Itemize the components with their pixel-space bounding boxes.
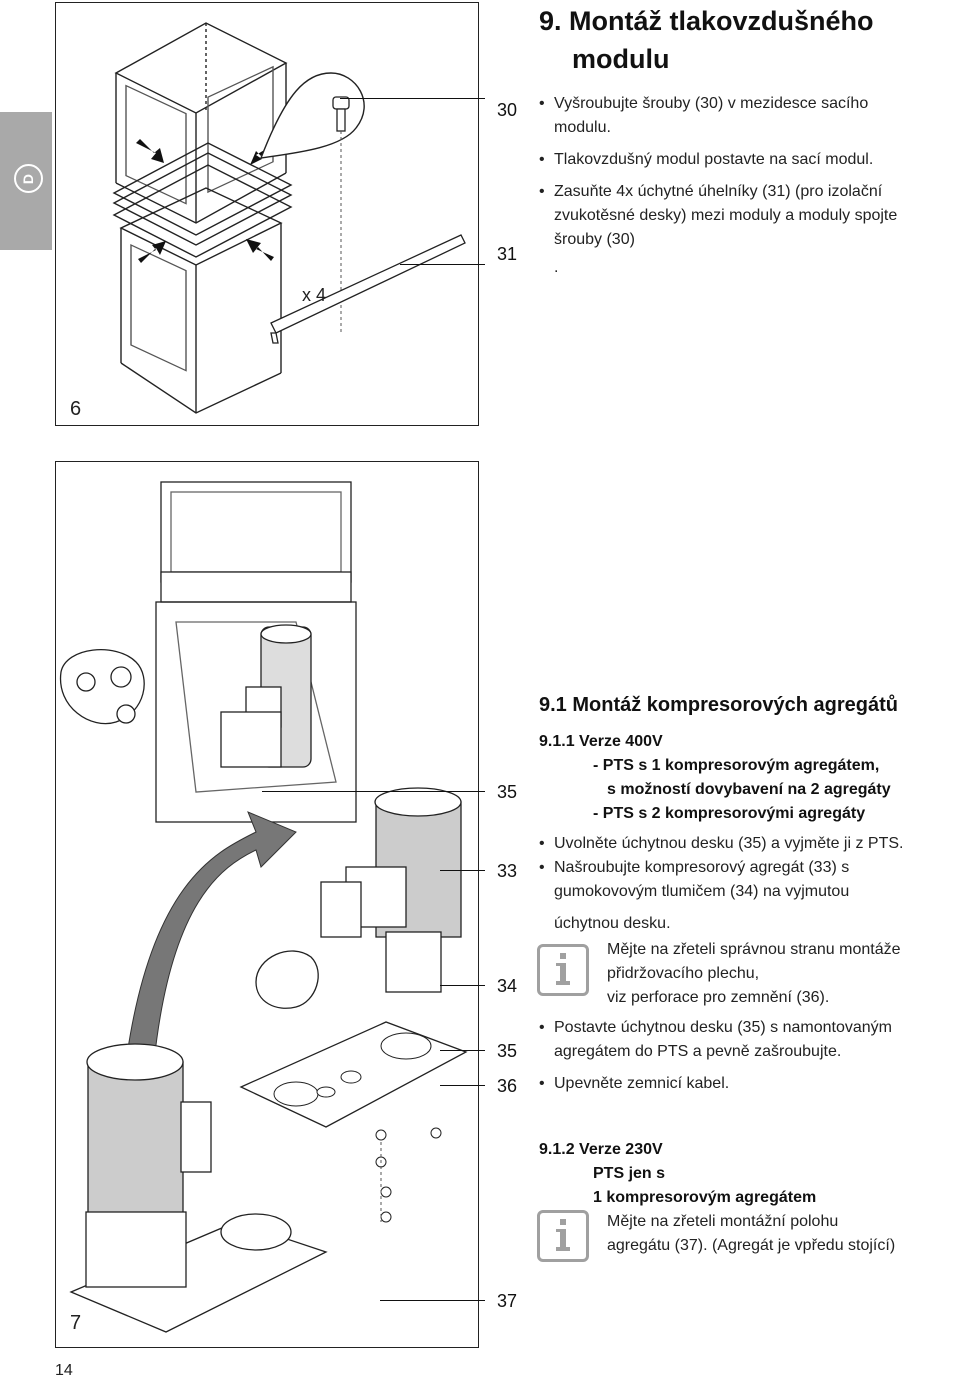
section-9-1-bullet-3: Postavte úchytnou desku (35) s namontova…	[539, 1016, 892, 1064]
info-line: viz perforace pro zemnění (36).	[607, 989, 830, 1006]
section-9-1-1-line2: - PTS s 1 kompresorovým agregátem,	[593, 757, 880, 774]
language-tab-label: D	[20, 173, 37, 184]
figure-6-number: 6	[70, 398, 82, 420]
page-number: 14	[55, 1362, 73, 1379]
section-9-1-title: 9.1 Montáž kompresorových agregátů	[539, 694, 898, 716]
info-note-2: Mějte na zřeteli montážní polohu agregát…	[607, 1210, 895, 1258]
info-line: Mějte na zřeteli správnou stranu montáže	[607, 941, 901, 958]
section-9-bullet-3: Zasuňte 4x úchytné úhelníky (31) (pro iz…	[539, 180, 898, 252]
callout-31-label: 31	[497, 244, 518, 264]
callout-34-label: 34	[497, 976, 518, 996]
info-note-1: Mějte na zřeteli správnou stranu montáže…	[607, 938, 900, 1010]
language-tab: D	[0, 112, 52, 250]
bullet-line: Vyšroubujte šrouby (30) v mezidesce sací…	[554, 95, 869, 112]
section-9-1-1-title: 9.1.1 Verze 400V	[539, 733, 663, 750]
section-9-1-2-line3: 1 kompresorovým agregátem	[593, 1189, 817, 1206]
callout-33-line	[440, 870, 485, 871]
bullet-line: Uvolněte úchytnou desku (35) a vyjměte j…	[554, 835, 904, 852]
info-icon	[537, 1210, 589, 1262]
callout-33-label: 33	[497, 861, 518, 881]
bullet-line: Postavte úchytnou desku (35) s namontova…	[554, 1019, 892, 1036]
figure-6-illustration	[112, 22, 466, 414]
language-tab-badge: D	[14, 164, 43, 193]
callout-31-line	[400, 264, 485, 265]
callout-30-line	[340, 98, 485, 99]
bullet-line: Zasuňte 4x úchytné úhelníky (31) (pro iz…	[554, 183, 883, 200]
section-9-1-1-line4: - PTS s 2 kompresorovými agregáty	[593, 805, 866, 822]
callout-35b-label: 35	[497, 1041, 518, 1061]
callout-36-label: 36	[497, 1076, 518, 1096]
callout-37-line	[380, 1300, 485, 1301]
section-9-title-line2: modulu	[572, 44, 670, 74]
section-9-1-continuation: úchytnou desku.	[554, 915, 671, 932]
bullet-line: Našroubujte kompresorový agregát (33) s	[554, 859, 850, 876]
section-9-bullet-2: Tlakovzdušný modul postavte na sací modu…	[539, 148, 874, 172]
callout-34-line	[440, 985, 485, 986]
bullet-line: šrouby (30)	[554, 231, 635, 248]
callout-35a-line	[262, 791, 485, 792]
section-9-1-bullet-4: Upevněte zemnicí kabel.	[539, 1072, 730, 1096]
figure-7-number: 7	[70, 1312, 82, 1334]
bullet-line: Tlakovzdušný modul postavte na sací modu…	[554, 151, 874, 168]
bullet-line: Upevněte zemnicí kabel.	[554, 1075, 730, 1092]
figure-6-multiplier: x 4	[302, 285, 327, 305]
section-9-1-bullet-1: Uvolněte úchytnou desku (35) a vyjměte j…	[539, 832, 904, 856]
info-line: Mějte na zřeteli montážní polohu	[607, 1213, 839, 1230]
section-9-1-2-title: 9.1.2 Verze 230V	[539, 1141, 663, 1158]
callout-35a-label: 35	[497, 782, 518, 802]
section-9-bullet-1: Vyšroubujte šrouby (30) v mezidesce sací…	[539, 92, 869, 140]
callout-36-line	[440, 1085, 485, 1086]
bullet-line: modulu.	[554, 119, 611, 136]
info-icon	[537, 944, 589, 996]
section-9-1-bullet-2: Našroubujte kompresorový agregát (33) s …	[539, 856, 850, 904]
callout-35b-line	[440, 1050, 485, 1051]
figure-7-frame: 7	[55, 461, 479, 1348]
bullet-line: zvukotěsné desky) mezi moduly a moduly s…	[554, 207, 898, 224]
bullet-line: agregátem do PTS a pevně zašroubujte.	[554, 1043, 842, 1060]
section-9-1-2-line2: PTS jen s	[593, 1165, 666, 1182]
info-line: agregátu (37). (Agregát je vpředu stojíc…	[607, 1237, 896, 1254]
section-9-title-line1: 9. Montáž tlakovzdušného	[539, 6, 874, 36]
figure-7-illustration	[59, 481, 468, 1333]
info-line: přidržovacího plechu,	[607, 965, 760, 982]
stray-dot: .	[554, 259, 559, 276]
figure-6-frame: 6 x 4	[55, 2, 479, 426]
bullet-line: gumokovovým tlumičem (34) na vyjmutou	[554, 883, 850, 900]
callout-37-label: 37	[497, 1291, 518, 1311]
section-9-1-1-line3: s možností dovybavení na 2 agregáty	[607, 781, 891, 798]
callout-30-label: 30	[497, 100, 518, 120]
